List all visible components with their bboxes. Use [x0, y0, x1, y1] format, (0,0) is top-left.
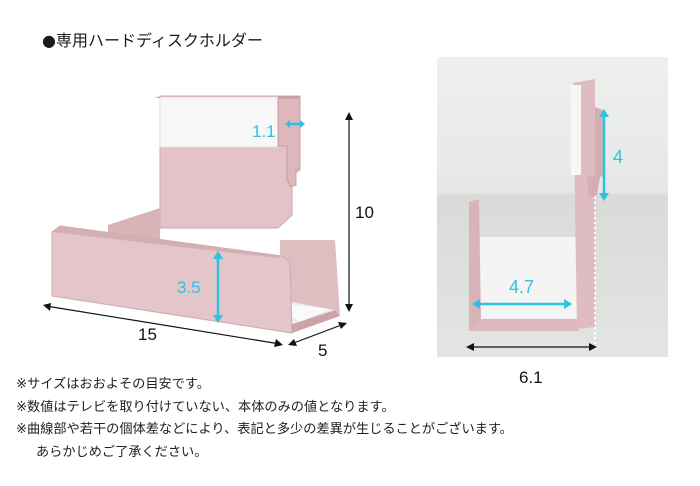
side-base-arrow-left — [466, 343, 474, 351]
width-line — [45, 305, 281, 345]
side-photo — [437, 57, 668, 357]
felt-thickness-arrow-left — [285, 120, 290, 128]
photo-felt-strip — [571, 85, 581, 175]
note-4: あらかじめご了承ください。 — [36, 444, 208, 460]
felt-thickness-label: 1.1 — [252, 122, 276, 141]
base-edge — [290, 310, 340, 333]
side-base-arrow-right — [589, 343, 597, 351]
side-photo-drawing — [437, 57, 668, 357]
note-1: ※サイズはおおよその目安です。 — [16, 377, 210, 392]
depth-arrow-left — [288, 339, 297, 346]
right-end-wall — [280, 240, 340, 316]
height-label: 10 — [355, 203, 374, 222]
front-height-arrow-top — [213, 251, 223, 259]
height-arrow-top — [345, 112, 353, 120]
depth-arrow-right — [338, 322, 347, 329]
note-3: ※曲線部や若干の個体差などにより、表記と多少の差異が生じることがございます。 — [16, 422, 513, 437]
width-arrow-left — [43, 303, 51, 311]
felt-pad-back — [159, 96, 279, 148]
side-inner-arrow-right — [564, 299, 572, 309]
depth-line — [290, 323, 345, 345]
side-inner-arrow-left — [472, 299, 480, 309]
photo-hanger — [587, 107, 605, 197]
felt-thickness-arrow-right — [300, 120, 305, 128]
side-base-label: 6.1 — [519, 368, 543, 387]
depth-label: 5 — [318, 341, 327, 360]
hanger-tab — [277, 97, 301, 188]
page-title: ●専用ハードディスクホルダー — [42, 27, 263, 51]
height-arrow-bottom — [345, 304, 353, 312]
width-label: 15 — [138, 325, 157, 344]
side-top-label: 4 — [613, 147, 623, 167]
photo-base-felt — [473, 237, 577, 329]
width-arrow-right — [274, 339, 283, 347]
side-inner-label: 4.7 — [509, 277, 534, 297]
photo-base-edge — [469, 319, 579, 331]
front-wall-rim — [52, 226, 282, 258]
front-height-label: 3.5 — [177, 278, 201, 297]
front-height-arrow-bottom — [213, 315, 223, 323]
title-text: ●専用ハードディスクホルダー — [42, 31, 263, 50]
side-top-arrow-bottom — [599, 193, 609, 201]
photo-front-lip — [469, 199, 481, 329]
note-2: ※数値はテレビを取り付けていない、本体のみの値となります。 — [16, 399, 395, 415]
side-top-arrow-top — [599, 109, 609, 117]
notes: ※サイズはおおよその目安です。 ※数値はテレビを取り付けていない、本体のみの値と… — [16, 374, 513, 464]
